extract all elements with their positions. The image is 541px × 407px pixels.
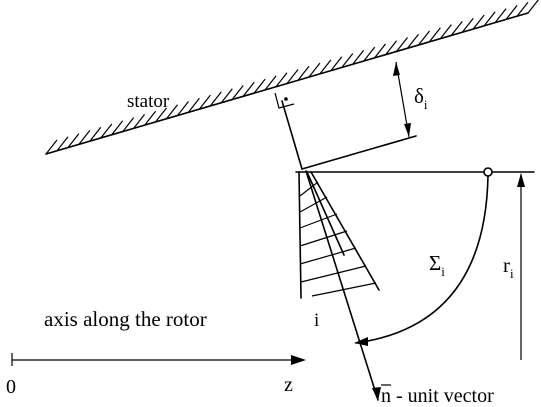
blade-right-edge	[310, 171, 380, 291]
sigma-arc	[355, 175, 489, 344]
delta-symbol: δ	[414, 84, 424, 108]
blade	[295, 171, 380, 299]
sigma-symbol: Σ	[429, 251, 441, 275]
radius-subscript: i	[510, 266, 514, 281]
stator-hatch-mark	[242, 81, 255, 97]
stator-hatch-mark	[308, 62, 321, 78]
stator-hatching	[45, 0, 539, 155]
stator-hatch-mark	[286, 69, 299, 84]
normal-arrowhead	[372, 387, 381, 401]
stator-hatch-mark	[439, 24, 452, 39]
stator-hatch-mark	[330, 56, 343, 72]
stator-hatch-mark	[428, 27, 441, 43]
sigma-subscript: i	[441, 264, 445, 279]
z-axis-label: z	[284, 374, 293, 396]
blade-index-label: i	[314, 310, 319, 331]
stator-hatch-mark	[297, 65, 310, 81]
blade-hatching	[299, 181, 377, 297]
stator-hatch-mark	[341, 53, 354, 68]
stator-hatch-mark	[100, 123, 113, 139]
stator-hatch-mark	[505, 5, 518, 20]
stator-hatch-mark	[67, 133, 80, 148]
clearance-perpendicular	[281, 100, 303, 170]
stator-hatch-mark	[494, 8, 507, 23]
blade-tip-ray	[306, 171, 345, 256]
stator-hatch-mark	[231, 85, 244, 100]
normal-symbol: n	[381, 385, 391, 407]
unit-vector-label: n - unit vector	[381, 385, 494, 407]
gap-parallel-line	[301, 135, 417, 170]
stator-hatch-mark	[264, 75, 277, 91]
delta-subscript: i	[424, 97, 428, 112]
stator-hatch-mark	[187, 97, 200, 113]
stator-hatch-mark	[374, 43, 387, 59]
sigma-arrowhead	[354, 337, 368, 346]
stator-hatch-mark	[78, 130, 91, 145]
stator-wall	[45, 0, 539, 155]
stator-hatch-mark	[220, 88, 233, 104]
stator-hatch-mark	[472, 14, 485, 30]
normal-vector-line	[305, 170, 379, 401]
stator-label: stator	[127, 91, 170, 112]
delta-label: δi	[414, 84, 428, 112]
stator-hatch-mark	[319, 59, 332, 75]
stator-hatch-mark	[122, 117, 135, 132]
stator-hatch-mark	[155, 107, 167, 123]
stator-hatch-mark	[396, 37, 408, 52]
stator-hatch-mark	[483, 11, 496, 27]
stator-hatch-mark	[177, 101, 189, 116]
stator-hatch-mark	[363, 46, 376, 62]
stator-hatch-mark	[450, 21, 463, 36]
stator-hatch-mark	[89, 126, 102, 142]
rotor-axis-arrowhead	[291, 355, 306, 365]
stator-hatch-mark	[527, 0, 539, 14]
stator-hatch-mark	[275, 72, 288, 88]
stator-hatch-mark	[385, 40, 398, 56]
right-angle-dot-icon	[274, 92, 295, 109]
stator-hatch-mark	[111, 120, 124, 136]
origin-label: 0	[6, 376, 16, 398]
blade-left-edge	[298, 171, 302, 299]
normal-text: - unit vector	[391, 385, 494, 407]
stator-hatch-mark	[166, 104, 178, 120]
radius-dimension	[517, 173, 525, 360]
stator-hatch-mark	[253, 78, 266, 94]
stator-hatch-mark	[407, 33, 419, 49]
axis-label: axis along the rotor	[44, 307, 207, 331]
stator-hatch-mark	[418, 30, 430, 46]
delta-dimension	[393, 61, 411, 138]
sigma-label: Σi	[429, 251, 445, 279]
stator-hatch-mark	[352, 49, 365, 65]
stator-hatch-mark	[209, 91, 222, 107]
stator-hatch-mark	[461, 17, 474, 33]
stator-hatch-mark	[133, 114, 146, 129]
stator-hatch-mark	[516, 1, 529, 17]
radius-label: ri	[503, 253, 514, 281]
stator-hatch-mark	[45, 139, 58, 155]
radius-symbol: r	[503, 253, 510, 277]
open-circle-icon	[483, 167, 493, 177]
stator-hatch-mark	[198, 94, 211, 110]
stator-hatch-mark	[56, 136, 69, 152]
stator-hatch-mark	[144, 110, 157, 126]
